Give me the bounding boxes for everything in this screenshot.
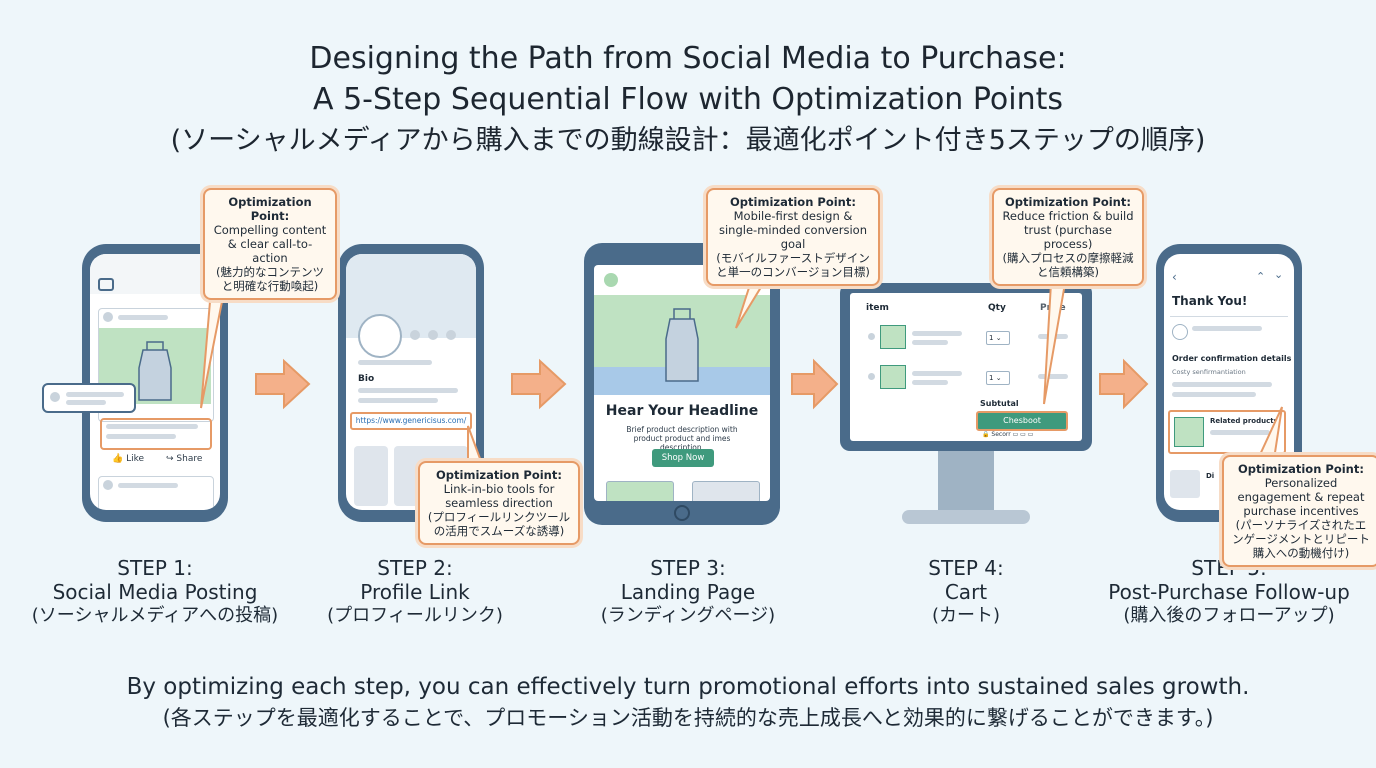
cart-col-qty: Qty [988, 303, 1006, 313]
device-tablet-landing: ≡ Hear Your Headline Brief product descr… [584, 243, 780, 525]
shop-now-button[interactable]: Shop Now [652, 449, 714, 467]
qty-select-1[interactable]: 1 ⌄ [986, 331, 1010, 345]
callout-2-head: Optimization Point: [436, 468, 562, 482]
callout-1-jp: (魅力的なコンテンツと明確な行動喚起) [216, 265, 324, 293]
cta-highlight[interactable] [100, 418, 212, 450]
callout-5-head: Optimization Point: [1238, 462, 1364, 476]
callout-4-body: Reduce friction & build trust (purchase … [1002, 209, 1134, 251]
checkout-button[interactable]: Chesboot [976, 411, 1068, 431]
landing-desc: Brief product description with product p… [626, 425, 738, 452]
back-icon[interactable]: ‹ [1172, 270, 1177, 284]
step-1-name: Social Media Posting [52, 580, 258, 604]
step-3-label: STEP 3: Landing Page (ランディングページ) [570, 556, 806, 628]
step-5-name: Post-Purchase Follow-up [1108, 580, 1350, 604]
device-phone-followup: ‹ ⌃ ⌄ Thank You! Order confirmation deta… [1156, 244, 1302, 522]
landing-headline: Hear Your Headline [605, 403, 759, 419]
step-2-label: STEP 2: Profile Link (プロフィールリンク) [300, 556, 530, 628]
cart-subtotal: Subtutal [980, 399, 1019, 408]
step-3-name: Landing Page [620, 580, 756, 604]
bio-link[interactable]: https://www.genericisus.com/ [350, 412, 472, 430]
bio-label: Bio [358, 374, 375, 384]
footer-line-2: (各ステップを最適化することで、プロモーション活動を持続的な売上成長へと効果的に… [162, 706, 1214, 730]
callout-step-5: Optimization Point: Personalized engagem… [1222, 455, 1376, 567]
step-4-jp: (カート) [931, 605, 1001, 626]
monitor-stand [938, 451, 994, 515]
avatar [103, 312, 113, 322]
callout-1-body: Compelling content & clear call-to-actio… [213, 223, 327, 265]
title-line-3: (ソーシャルメディアから購入までの動線設計：最適化ポイント付き5ステップの順序) [170, 125, 1206, 156]
callout-3-jp: (モバイルファーストデザインと単一のコンバージョン目標) [716, 251, 870, 279]
step-1-num: STEP 1: [117, 556, 193, 580]
qty-1-value: 1 [989, 334, 994, 342]
share-button[interactable]: ↪ Share [166, 454, 203, 464]
di-label: Di [1206, 472, 1215, 480]
callout-5-body: Personalized engagement & repeat purchas… [1237, 476, 1365, 518]
related-label: Related products [1210, 417, 1278, 425]
callout-2-body: Link-in-bio tools for seamless direction [443, 482, 555, 510]
callout-step-4: Optimization Point: Reduce friction & bu… [992, 188, 1144, 286]
step-1-label: STEP 1: Social Media Posting (ソーシャルメディアへ… [10, 556, 300, 628]
step-2-name: Profile Link [360, 580, 470, 604]
monitor-base [902, 510, 1030, 524]
flow-arrow-2 [511, 358, 567, 410]
cart-col-item: item [866, 303, 889, 313]
callout-3-body: Mobile-first design & single-minded conv… [719, 209, 867, 251]
step-3-jp: (ランディングページ) [600, 605, 776, 626]
callout-4-head: Optimization Point: [1005, 195, 1131, 209]
hero-image [594, 295, 770, 395]
footer-line-1: By optimizing each step, you can effecti… [126, 674, 1250, 700]
step-2-num: STEP 2: [377, 556, 453, 580]
callout-5-jp: (パーソナライズされたエンゲージメントとリピート購入への動機付け) [1232, 518, 1370, 560]
thank-you-heading: Thank You! [1172, 294, 1248, 308]
callout-step-3: Optimization Point: Mobile-first design … [706, 188, 880, 286]
cart-item-thumb [880, 325, 906, 349]
title-line-1: Designing the Path from Social Media to … [309, 41, 1067, 76]
step-5-jp: (購入後のフォローアップ) [1123, 605, 1335, 626]
callout-2-jp: (プロフィールリンクツールの活用でスムーズな誘導) [427, 510, 571, 538]
order-confirmation: Order confirmation details [1172, 354, 1292, 363]
chat-bubble [42, 383, 136, 413]
callout-1-head: Optimization Point: [228, 195, 312, 223]
share-label: Share [176, 454, 203, 464]
callout-step-2: Optimization Point: Link-in-bio tools fo… [418, 461, 580, 545]
profile-avatar [358, 314, 402, 358]
callout-step-1: Optimization Point: Compelling content &… [203, 188, 337, 300]
camera-icon [98, 278, 114, 291]
flow-arrow-4 [1099, 358, 1149, 410]
qty-2-value: 1 [989, 374, 994, 382]
title-line-2: A 5-Step Sequential Flow with Optimizati… [313, 82, 1063, 117]
callout-3-head: Optimization Point: [730, 195, 856, 209]
step-1-jp: (ソーシャルメディアへの投稿) [31, 605, 279, 626]
chevron-down-icon[interactable]: ⌄ [1274, 268, 1284, 281]
callout-4-jp: (購入プロセスの摩擦軽減と信頼構築) [1002, 251, 1134, 279]
qty-select-2[interactable]: 1 ⌄ [986, 371, 1010, 385]
flow-arrow-1 [255, 358, 311, 410]
flow-arrow-3 [791, 358, 839, 410]
related-products[interactable]: Related products [1168, 410, 1286, 454]
chevron-up-icon[interactable]: ⌃ [1256, 270, 1266, 283]
home-button[interactable] [674, 505, 690, 521]
step-4-name: Cart [944, 580, 988, 604]
like-button[interactable]: 👍 Like [112, 454, 145, 464]
order-sub: Costy senfirmantiation [1172, 368, 1246, 376]
secure-badge: 🔒 Secorr ▭ ▭ ▭ [982, 431, 1034, 438]
step-4-label: STEP 4: Cart (カート) [866, 556, 1066, 628]
step-4-num: STEP 4: [928, 556, 1004, 580]
cart-item-thumb [880, 365, 906, 389]
step-3-num: STEP 3: [650, 556, 726, 580]
secure-label: Secorr [991, 431, 1011, 438]
step-2-jp: (プロフィールリンク) [327, 605, 503, 626]
like-label: Like [126, 454, 145, 464]
